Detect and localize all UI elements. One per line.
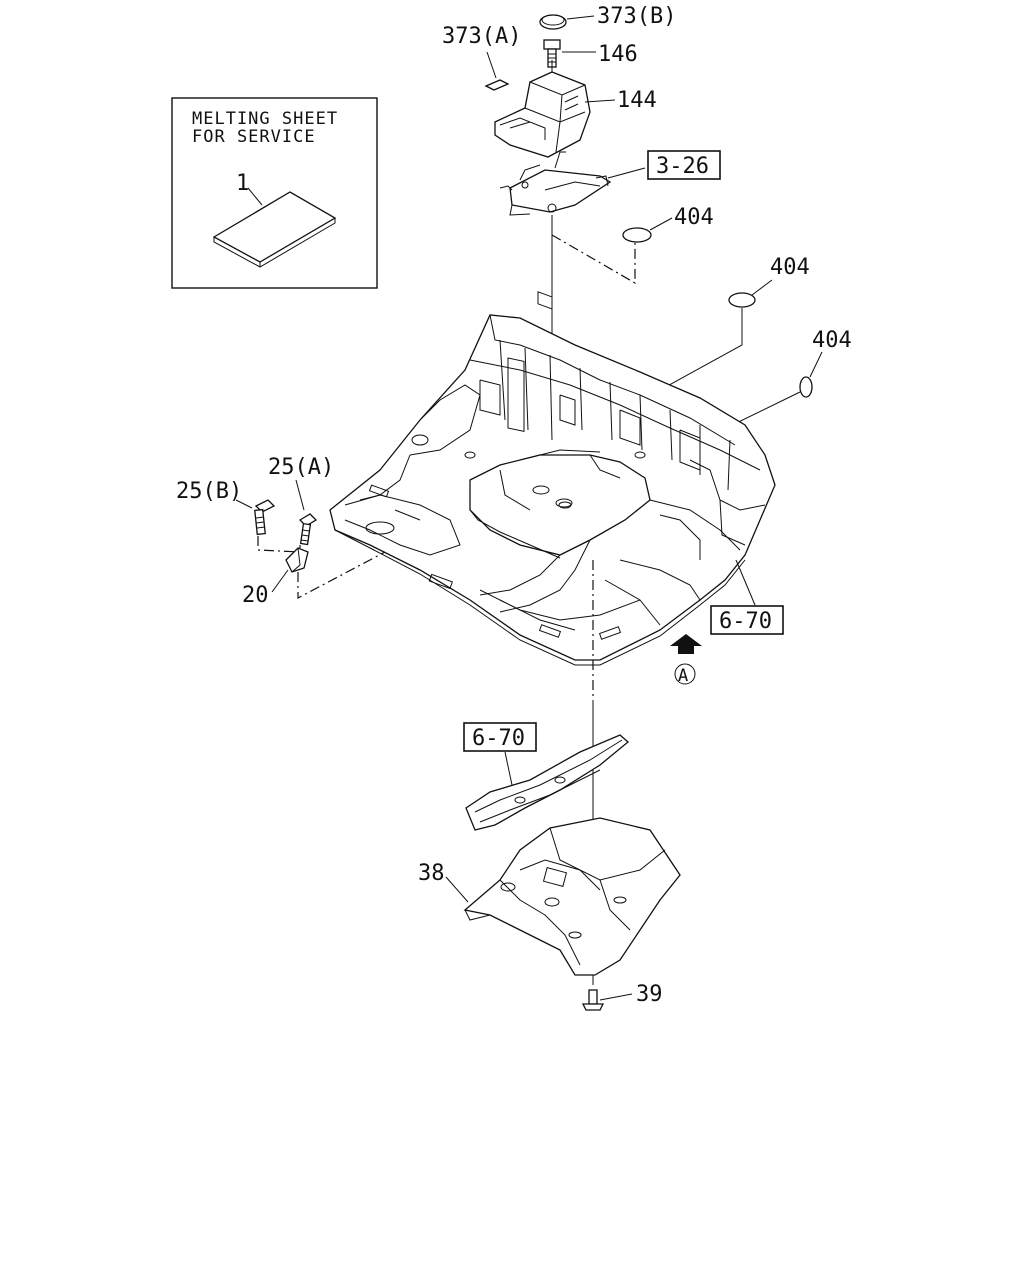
callout-404a: 404 xyxy=(674,205,714,230)
ref-label-6-70-left: 6-70 xyxy=(472,726,525,751)
leader-373b xyxy=(566,15,595,20)
leader-404a xyxy=(649,217,673,231)
ref-label-6-70-right: 6-70 xyxy=(719,609,772,634)
plug-404-b xyxy=(728,292,756,308)
leader-373a xyxy=(486,51,497,79)
leader-38 xyxy=(445,876,469,903)
leader-670b xyxy=(504,751,513,786)
leader-20 xyxy=(271,569,289,593)
plug-404-c xyxy=(799,376,813,398)
ref-box-6-70-right[interactable]: 6-70 xyxy=(710,605,784,635)
callout-146: 146 xyxy=(598,42,638,67)
callout-25a: 25(A) xyxy=(268,455,334,480)
callout-38: 38 xyxy=(418,861,445,886)
view-reference-label: A xyxy=(678,666,689,686)
callout-39: 39 xyxy=(636,982,663,1007)
leader-404c xyxy=(809,351,823,378)
inset-leader xyxy=(247,187,263,206)
callout-373b: 373(B) xyxy=(597,4,676,29)
callout-373a: 373(A) xyxy=(442,24,521,49)
leader-25b xyxy=(235,499,253,509)
inset-frame xyxy=(171,97,378,289)
leader-25a xyxy=(295,479,305,511)
bolt-25a xyxy=(298,513,318,546)
melting-sheet-inset: MELTING SHEET FOR SERVICE 1 xyxy=(171,97,378,289)
plug-404-a xyxy=(622,227,652,243)
leader-39 xyxy=(599,993,633,1001)
pad-373a xyxy=(484,79,510,91)
bolt-146 xyxy=(543,39,561,68)
leader-670a xyxy=(735,559,756,606)
callout-404c: 404 xyxy=(812,328,852,353)
callout-20: 20 xyxy=(242,583,269,608)
inset-title-line2: FOR SERVICE xyxy=(192,127,316,147)
bolt-25b xyxy=(254,499,276,536)
inset-title-line1: MELTING SHEET xyxy=(192,109,338,129)
under-cover-38 xyxy=(463,817,681,976)
callout-144: 144 xyxy=(617,88,657,113)
callout-25b: 25(B) xyxy=(176,479,242,504)
cap-373b xyxy=(539,14,567,30)
dash-bolts xyxy=(257,536,301,553)
bolt-39 xyxy=(581,989,605,1011)
inset-part-number: 1 xyxy=(236,171,249,196)
view-arrow-icon xyxy=(670,634,702,654)
bracket-20 xyxy=(285,547,309,573)
leader-144 xyxy=(584,99,616,103)
dash-20 xyxy=(297,551,386,599)
crossmember xyxy=(465,734,630,831)
leader-404b xyxy=(751,279,773,296)
ref-box-6-70-left[interactable]: 6-70 xyxy=(463,722,537,752)
ref-box-3-26[interactable]: 3-26 xyxy=(647,150,721,180)
ref-label-3-26: 3-26 xyxy=(656,154,709,179)
dash-404a xyxy=(551,234,636,285)
floor-panel xyxy=(329,314,776,666)
shifter-bracket xyxy=(499,151,612,216)
callout-404b: 404 xyxy=(770,255,810,280)
leader-326 xyxy=(607,167,646,179)
view-reference-a: A xyxy=(674,663,696,686)
melting-sheet-part xyxy=(212,191,337,268)
